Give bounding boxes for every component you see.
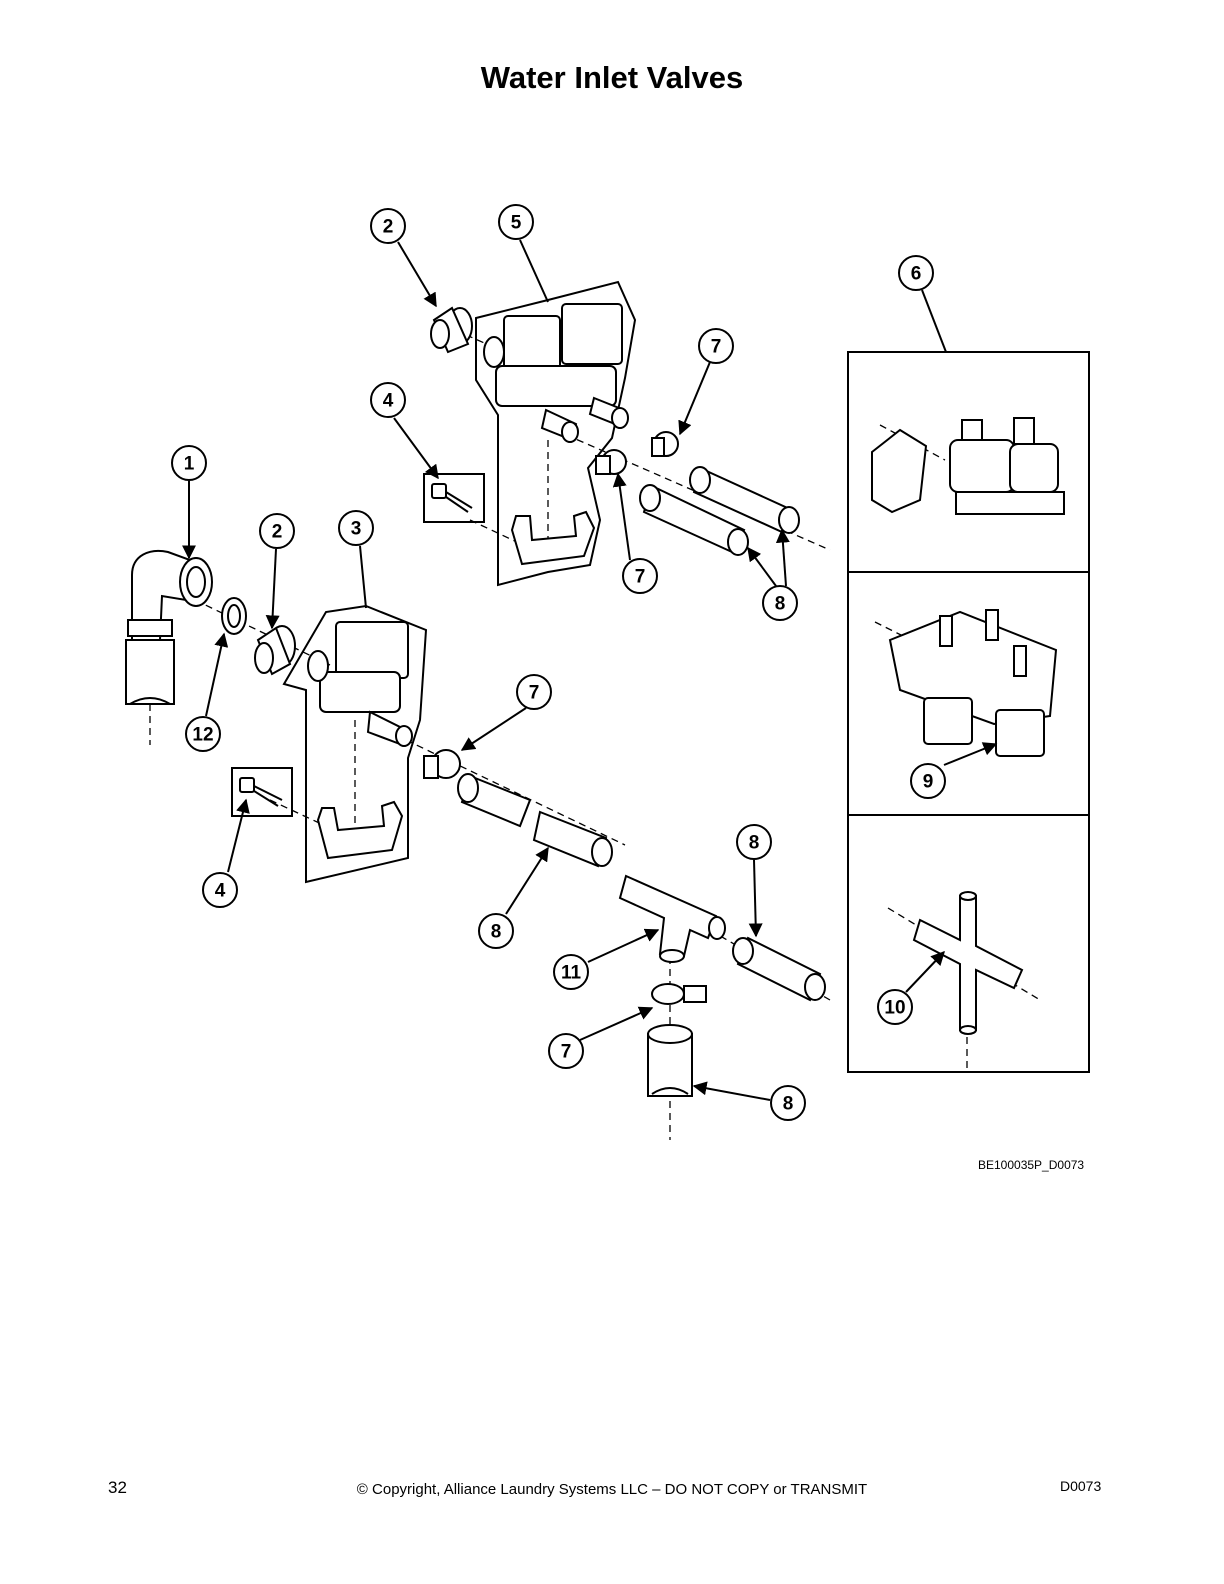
inset-double-valve-illustration xyxy=(871,417,1065,515)
callout-label: 7 xyxy=(561,1042,572,1063)
callout-circle xyxy=(185,716,221,752)
callout-c-10: 10 xyxy=(877,989,913,1025)
tee-fitting-part xyxy=(618,874,726,963)
callout-label: 6 xyxy=(911,264,922,285)
callout-c-7b: 7 xyxy=(622,558,658,594)
callout-label: 4 xyxy=(383,391,394,412)
callout-circle xyxy=(910,763,946,799)
screw-part-lower xyxy=(239,777,283,807)
callout-label: 1 xyxy=(184,454,195,475)
callout-c-2b: 2 xyxy=(259,513,295,549)
screen-part-upper xyxy=(430,306,473,354)
clamp-part-a xyxy=(651,431,679,457)
callout-circle xyxy=(370,208,406,244)
screw-box-upper xyxy=(423,473,485,523)
page-number: 32 xyxy=(108,1478,127,1497)
callout-circle xyxy=(516,674,552,710)
double-valve-assembly-outline xyxy=(475,280,637,587)
callout-c-12: 12 xyxy=(185,716,221,752)
callout-c-4b: 4 xyxy=(202,872,238,908)
callout-label: 9 xyxy=(923,772,934,793)
callout-c-5: 5 xyxy=(498,204,534,240)
callout-label: 5 xyxy=(511,213,522,234)
inset-valve-bracket-illustration xyxy=(888,609,1058,757)
callout-label: 8 xyxy=(783,1094,794,1115)
single-valve-part xyxy=(307,621,413,860)
screw-part-upper xyxy=(431,483,473,513)
document-code: D0073 xyxy=(1060,1478,1102,1494)
screw-box-lower xyxy=(231,767,293,817)
hose-part-c xyxy=(457,773,613,868)
callout-c-7c: 7 xyxy=(516,674,552,710)
callout-label: 8 xyxy=(775,594,786,615)
callout-circle xyxy=(548,1033,584,1069)
page-title: Water Inlet Valves xyxy=(480,60,744,95)
callout-label: 3 xyxy=(351,519,362,540)
callout-c-2a: 2 xyxy=(370,208,406,244)
screen-part-lower xyxy=(254,625,296,676)
callout-c-6: 6 xyxy=(898,255,934,291)
double-valve-part xyxy=(483,303,629,566)
callout-label: 10 xyxy=(884,998,905,1019)
callout-circle xyxy=(478,913,514,949)
callout-circle xyxy=(898,255,934,291)
hose-part-b xyxy=(639,484,749,556)
callout-c-4a: 4 xyxy=(370,382,406,418)
callout-circle xyxy=(877,989,913,1025)
callout-circle xyxy=(770,1085,806,1121)
callout-label: 8 xyxy=(491,922,502,943)
callout-circle xyxy=(370,382,406,418)
inset-panels xyxy=(847,351,1090,1073)
hose-part-d xyxy=(732,936,826,1002)
callout-circle xyxy=(698,328,734,364)
callout-circle xyxy=(171,445,207,481)
callout-circle xyxy=(338,510,374,546)
callout-circle xyxy=(498,204,534,240)
leader-lines xyxy=(182,239,998,1101)
callout-c-8a: 8 xyxy=(762,585,798,621)
callout-c-8c: 8 xyxy=(478,913,514,949)
callout-circle xyxy=(622,558,658,594)
callout-c-9: 9 xyxy=(910,763,946,799)
callout-circle xyxy=(553,954,589,990)
callout-label: 4 xyxy=(215,881,226,902)
inset-panel-bottom xyxy=(847,814,1090,1073)
callout-c-7a: 7 xyxy=(698,328,734,364)
clamp-part-b xyxy=(595,449,627,475)
hose-part-e xyxy=(647,1024,693,1097)
callout-c-3: 3 xyxy=(338,510,374,546)
callout-label: 12 xyxy=(192,725,213,746)
callout-circle xyxy=(762,585,798,621)
callout-label: 7 xyxy=(711,337,722,358)
callout-circle xyxy=(259,513,295,549)
inset-tee-illustration xyxy=(912,891,1024,1035)
callout-c-11: 11 xyxy=(553,954,589,990)
callout-c-8b: 8 xyxy=(736,824,772,860)
clamp-part-c xyxy=(423,749,461,779)
callout-c-1: 1 xyxy=(171,445,207,481)
copyright-notice: © Copyright, Alliance Laundry Systems LL… xyxy=(356,1481,868,1498)
callout-label: 7 xyxy=(529,683,540,704)
callout-c-7d: 7 xyxy=(548,1033,584,1069)
figure-id: BE100035P_D0073 xyxy=(978,1158,1085,1172)
callout-label: 7 xyxy=(635,567,646,588)
clamp-part-d xyxy=(651,983,707,1005)
callout-label: 8 xyxy=(749,833,760,854)
callout-circle xyxy=(736,824,772,860)
part-illustrations xyxy=(125,303,1065,1097)
callout-c-8d: 8 xyxy=(770,1085,806,1121)
callout-label: 11 xyxy=(561,963,582,984)
single-valve-assembly-outline xyxy=(282,604,428,884)
elbow-fitting-part xyxy=(125,550,213,705)
callout-label: 2 xyxy=(383,217,394,238)
callout-label: 2 xyxy=(272,522,283,543)
callout-circle xyxy=(202,872,238,908)
